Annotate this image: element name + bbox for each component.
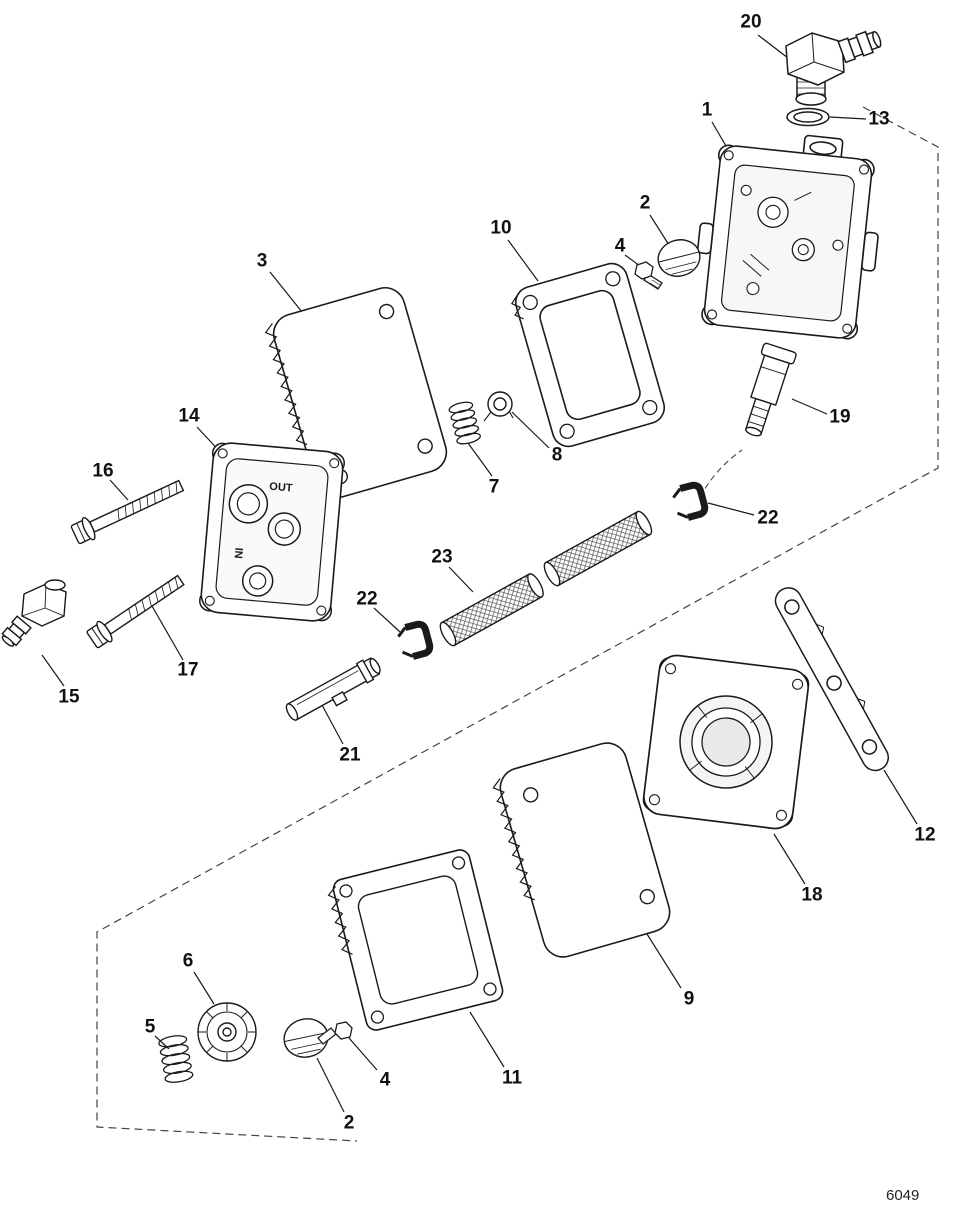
part-22-spring-retainer-right: [672, 481, 709, 521]
part-2-check-valve-disc-top: [657, 239, 701, 277]
part-11-gasket: [327, 849, 504, 1031]
part-13-o-ring: [786, 107, 830, 127]
part-4-screw-top: [634, 261, 663, 290]
assembly-boundary-dashed: [96, 106, 939, 1142]
part-21-tube-fitting: [285, 657, 381, 721]
part-17-bolt: [86, 574, 185, 649]
part-16-bolt: [70, 479, 185, 545]
part-4-screw-bottom: [317, 1021, 353, 1045]
dashed-leader-retainer: [699, 449, 743, 498]
part-14-pump-cover: OUT IN: [199, 442, 345, 622]
part-10-gasket: [510, 262, 666, 448]
leader-lines: [41, 34, 918, 1113]
part-6-valve-disc: [197, 1002, 257, 1062]
part-12-link-bracket: [774, 587, 890, 772]
figure-number: 6049: [886, 1187, 920, 1204]
pump-cover-out-label: OUT: [269, 481, 293, 495]
part-8-valve-retainer: [483, 391, 514, 422]
part-1-pump-body: [696, 134, 879, 340]
part-15-elbow-fitting: [1, 579, 67, 647]
part-23-spring-assembly: [439, 510, 653, 647]
pump-cover-in-label: IN: [232, 547, 245, 559]
part-20-elbow-fitting: [785, 30, 882, 106]
part-19-outlet-fitting: [744, 342, 797, 437]
part-5-spring: [158, 1035, 194, 1083]
part-18-housing: [642, 654, 810, 830]
part-22-spring-retainer-left: [397, 620, 434, 660]
part-7-spring: [448, 401, 481, 445]
part-9-diaphragm: [492, 742, 671, 958]
